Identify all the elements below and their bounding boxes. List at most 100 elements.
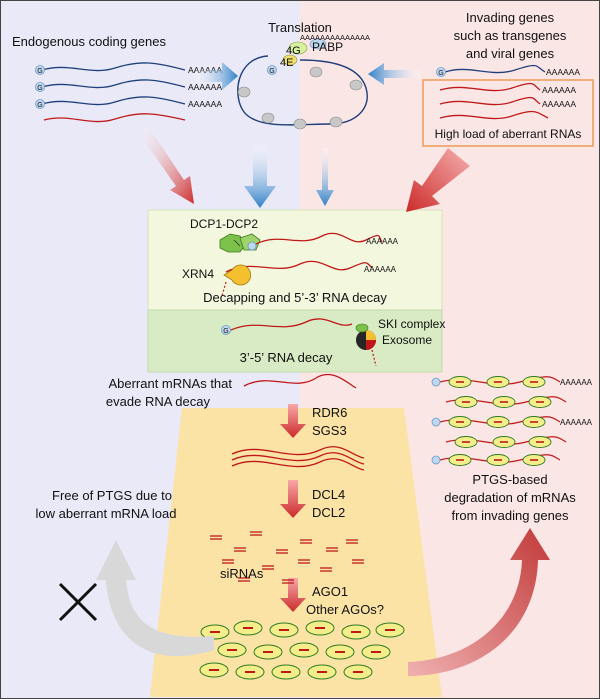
sirna-duplex	[276, 549, 288, 554]
rdr6-label: RDR6	[312, 405, 347, 420]
ago-complex	[217, 642, 247, 658]
free-line1: Free of PTGS due to	[52, 488, 172, 503]
translation-title: Translation	[268, 20, 332, 35]
step-arrow-ago1	[280, 578, 306, 612]
endogenous-mrnas	[41, 62, 186, 123]
ago-complex	[233, 620, 263, 636]
ago-complex	[307, 664, 337, 680]
cap-endo-3: G	[35, 99, 45, 109]
invading-line2: such as transgenes	[454, 28, 567, 43]
decay35-box	[147, 309, 443, 373]
decapping-title: Decapping and 5’-3’ RNA decay	[203, 290, 387, 305]
translation-loop	[237, 38, 368, 130]
svg-text:G: G	[438, 70, 443, 77]
polya-targeted: AAAAAA	[560, 378, 593, 387]
targeted-mrna	[431, 416, 561, 428]
sirna-duplex	[262, 565, 274, 570]
polya-decap-1: AAAAAA	[366, 237, 399, 246]
ski-exosome	[355, 323, 377, 367]
step-arrow-dcl4	[280, 480, 306, 518]
arrow-endo-to-translation	[196, 62, 238, 90]
decap-mrna-2	[225, 260, 373, 273]
cap-translation: G	[267, 65, 277, 75]
sirna-duplex	[320, 567, 332, 572]
cap-decay35: G	[221, 325, 231, 335]
factor-4g: 4G	[286, 45, 301, 57]
polya-aberrant-1: AAAAAA	[542, 85, 576, 95]
xrn4-enzyme	[221, 264, 252, 297]
targeted-mrna	[431, 454, 561, 466]
polya-targeted: AAAAAA	[560, 418, 593, 427]
sirna-duplex	[210, 535, 222, 540]
dcp-label: DCP1-DCP2	[190, 217, 258, 231]
ptgs-line2: degradation of mRNAs	[444, 490, 576, 505]
cap-endo-2: G	[35, 82, 45, 92]
invading-line3: and viral genes	[466, 46, 555, 61]
exosome-label: Exosome	[382, 333, 432, 347]
polya-invading-top: AAAAAA	[546, 67, 580, 77]
high-load-label: High load of aberrant RNAs	[435, 127, 582, 141]
polya-endo-2: AAAAAA	[188, 82, 222, 92]
ago-group	[199, 620, 405, 680]
ago-complex	[200, 624, 230, 640]
polya-decap-2: AAAAAA	[364, 265, 397, 274]
targeted-mrna	[445, 396, 567, 408]
cross-mark-icon	[58, 582, 98, 622]
endogenous-label: Endogenous coding genes	[12, 34, 166, 49]
svg-text:G: G	[269, 68, 274, 75]
svg-text:G: G	[223, 328, 228, 335]
aberrant-rna-box	[422, 79, 594, 147]
arrow-translation-to-decay-1	[244, 145, 276, 208]
sirnas-label: siRNAs	[220, 566, 264, 581]
grey-return-arrow	[96, 540, 214, 657]
sgs3-label: SGS3	[312, 423, 347, 438]
sirna-duplex	[326, 547, 338, 552]
sirna-duplex	[282, 579, 294, 584]
svg-text:G: G	[37, 102, 42, 109]
ago-complex	[235, 664, 265, 680]
ptgs-line1: PTGS-based	[472, 472, 547, 487]
pabp-label: PABP	[312, 40, 343, 54]
arrow-aberrant-to-decay	[406, 148, 470, 212]
free-line2: low aberrant mRNA load	[36, 506, 177, 521]
ago-complex	[289, 642, 319, 658]
ago-complex	[199, 662, 229, 678]
sirna-duplex	[346, 539, 358, 544]
svg-text:G: G	[37, 68, 42, 75]
ago1-label: AGO1	[312, 584, 348, 599]
evading-mrna	[243, 373, 357, 389]
ago-complex	[325, 644, 355, 660]
arrow-translation-to-decay-2	[316, 148, 334, 206]
svg-text:G: G	[37, 85, 42, 92]
sirna-duplex	[238, 577, 250, 582]
cap-decap	[247, 241, 257, 251]
decap-mrna-1	[255, 232, 383, 245]
dcl4-label: DCL4	[312, 487, 345, 502]
targeted-mrna	[431, 376, 561, 388]
ago-complex	[343, 664, 373, 680]
cap-endo-1: G	[35, 65, 45, 75]
targeted-mrna	[445, 436, 567, 448]
ago-complex	[375, 622, 405, 638]
xrn4-label: XRN4	[182, 267, 214, 281]
ago-complex	[305, 620, 335, 636]
ago-complex	[253, 644, 283, 660]
aberrant-line1: Aberrant mRNAs that	[108, 376, 232, 391]
ago-complex	[269, 622, 299, 638]
ago-complex	[341, 624, 371, 640]
sirna-duplex	[352, 559, 364, 564]
aberrant-line2: evade RNA decay	[106, 394, 211, 409]
polya-endo-3: AAAAAA	[188, 99, 222, 109]
other-agos-label: Other AGOs?	[306, 602, 384, 617]
ago-complex	[361, 644, 391, 660]
sirna-duplex	[222, 559, 234, 564]
aberrant-rnas	[439, 82, 549, 120]
polya-aberrant-2: AAAAAA	[542, 99, 576, 109]
polya-translation: AAAAAAAAAAAAAA	[300, 33, 370, 42]
arrow-endo-aberrant-to-decay	[138, 126, 194, 204]
sirna-duplex	[234, 547, 246, 552]
dsrna	[231, 446, 365, 471]
decapping-box	[147, 209, 443, 311]
